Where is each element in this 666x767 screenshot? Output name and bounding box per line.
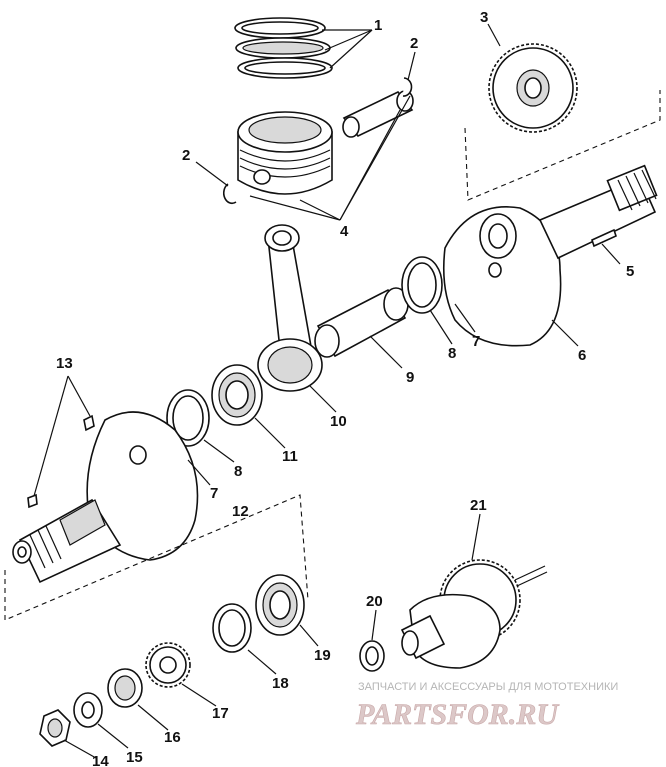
callout-10: 10 xyxy=(330,413,347,430)
keys-13 xyxy=(27,414,95,509)
thrust-washer-right xyxy=(401,256,443,314)
pin-clip-upper xyxy=(402,77,413,97)
callout-2a: 2 xyxy=(410,35,418,52)
callouts: 1 2 2 3 4 5 6 7 8 9 10 11 8 7 13 12 21 2… xyxy=(56,9,634,767)
callout-8a: 8 xyxy=(448,345,456,362)
nut-14 xyxy=(39,709,71,747)
washer-15 xyxy=(73,692,103,728)
washer-20 xyxy=(359,640,385,672)
main-bearing xyxy=(255,574,305,636)
connecting-rod xyxy=(257,224,323,392)
callout-5: 5 xyxy=(626,263,634,280)
callout-18: 18 xyxy=(272,675,289,692)
crankshaft-right-half xyxy=(442,164,658,347)
gear-3-guide xyxy=(464,90,661,201)
gear-3 xyxy=(488,43,578,133)
callout-3: 3 xyxy=(480,9,488,26)
callout-11: 11 xyxy=(282,448,298,465)
callout-14: 14 xyxy=(92,753,109,767)
callout-6: 6 xyxy=(578,347,586,364)
callout-7b: 7 xyxy=(210,485,218,502)
piston-pin xyxy=(342,90,414,138)
needle-bearing xyxy=(211,364,263,426)
nut-16 xyxy=(107,668,143,708)
callout-19: 19 xyxy=(314,647,331,664)
callout-2b: 2 xyxy=(182,147,190,164)
piston xyxy=(237,111,333,195)
sprocket xyxy=(145,642,191,688)
piston-rings xyxy=(234,17,333,79)
callout-17: 17 xyxy=(212,705,229,722)
callout-13: 13 xyxy=(56,355,73,372)
callout-15: 15 xyxy=(126,749,143,766)
watermark-logo: PARTSFOR.RU xyxy=(355,698,559,731)
callout-20: 20 xyxy=(366,593,383,610)
watermark-tagline: ЗАПЧАСТИ И АКСЕССУАРЫ ДЛЯ МОТОТЕХНИКИ xyxy=(358,681,618,693)
callout-4: 4 xyxy=(340,223,349,240)
leader-lines xyxy=(33,23,621,759)
callout-7a: 7 xyxy=(472,333,480,350)
crank-pin xyxy=(314,287,409,358)
watermark: ЗАПЧАСТИ И АКСЕССУАРЫ ДЛЯ МОТОТЕХНИКИ PA… xyxy=(355,681,619,731)
crankshaft-left-half xyxy=(12,411,199,584)
callout-16: 16 xyxy=(164,729,181,746)
callout-12: 12 xyxy=(232,503,249,520)
left-shaft-guide xyxy=(4,494,309,621)
callout-9: 9 xyxy=(406,369,414,386)
pin-clip-lower xyxy=(223,183,237,205)
thrust-washer-left xyxy=(166,389,210,447)
callout-1: 1 xyxy=(374,17,382,34)
callout-21: 21 xyxy=(470,497,487,514)
balancer-gear-shaft xyxy=(400,559,548,669)
oil-seal xyxy=(212,603,252,653)
callout-8b: 8 xyxy=(234,463,242,480)
